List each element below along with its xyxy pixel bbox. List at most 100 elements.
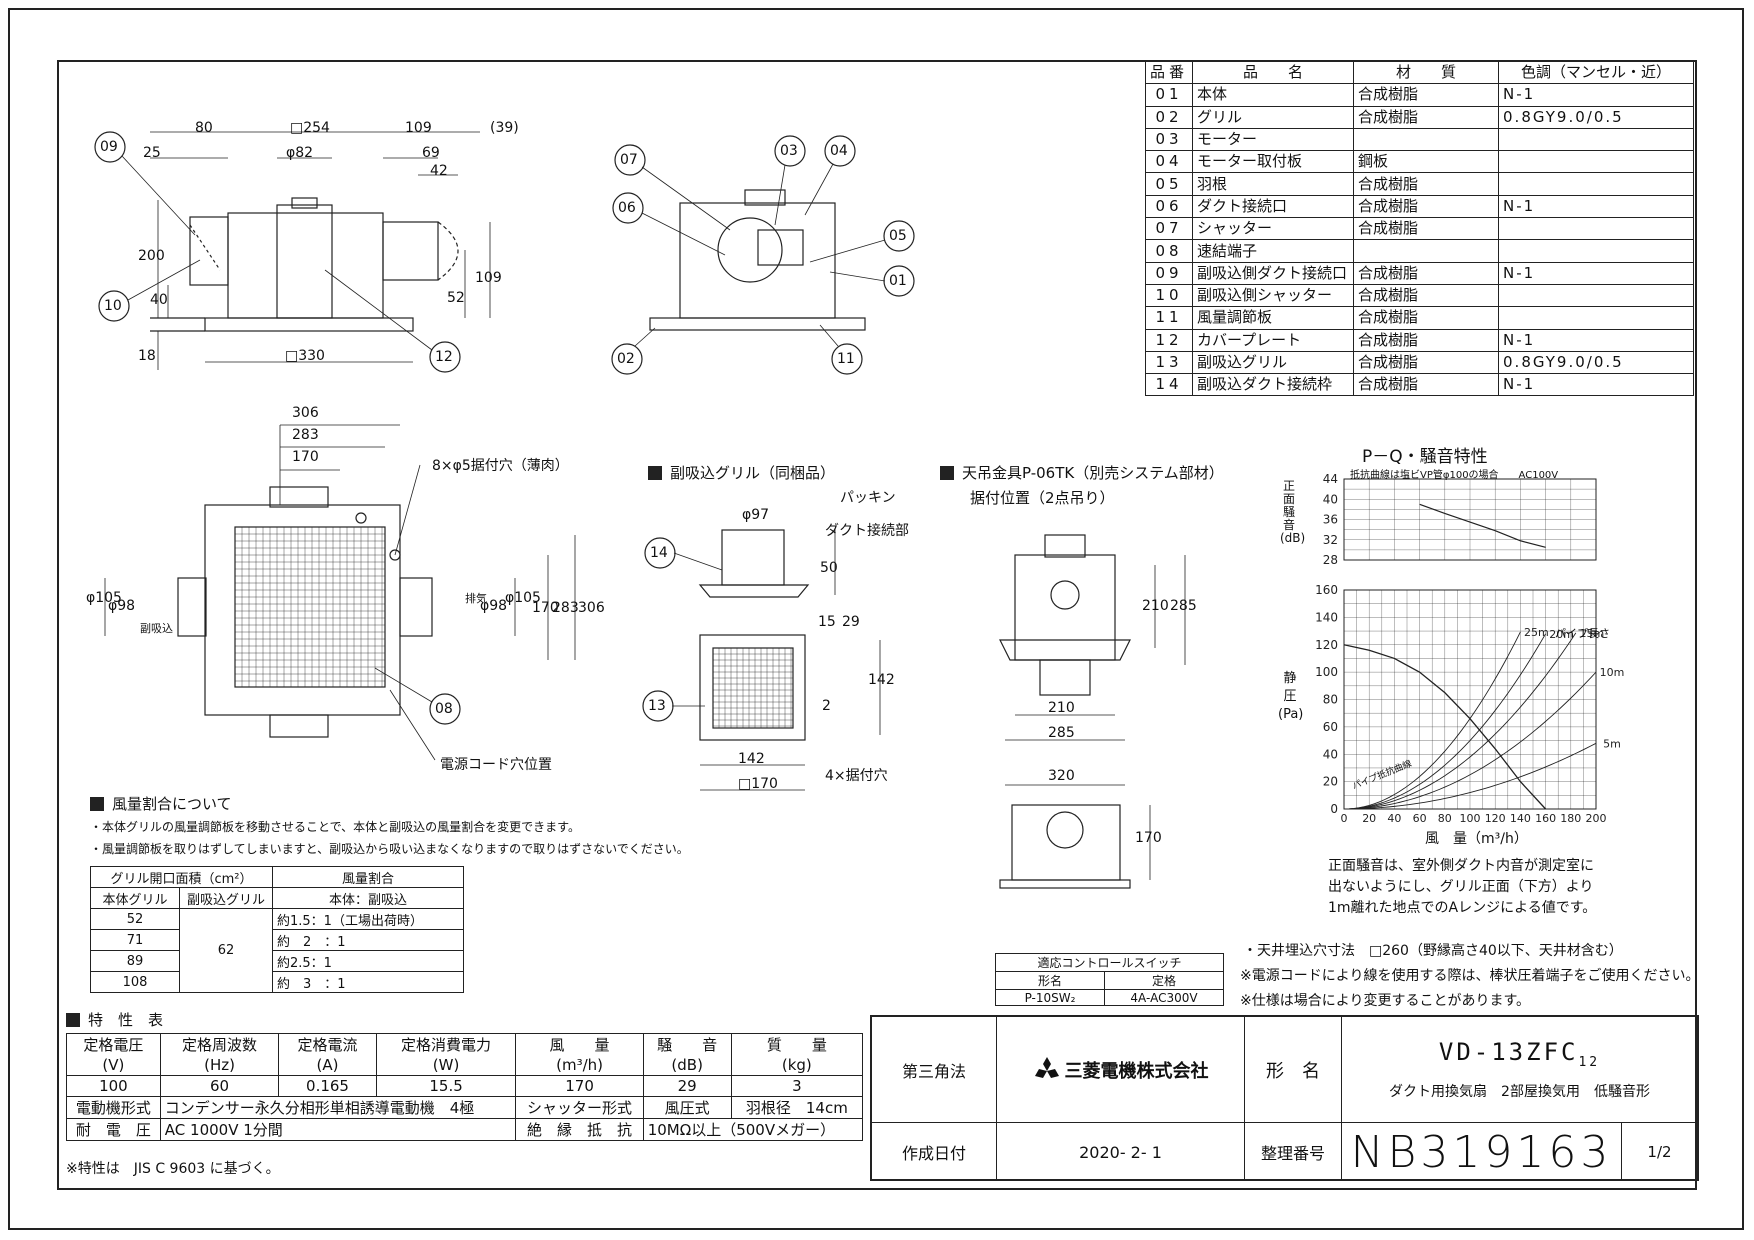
leader-06 — [641, 212, 726, 256]
part-name: 速結端子 — [1192, 239, 1355, 263]
part-name: モーター取付板 — [1192, 150, 1355, 174]
callout-02: 02 — [617, 351, 635, 367]
spec-header: 定格電圧 — [66, 1033, 161, 1055]
dim-254: □254 — [290, 120, 330, 136]
plan-grille — [234, 526, 386, 688]
mitsubishi-logo-icon — [1034, 1056, 1059, 1078]
spec-header: 騒 音 — [642, 1033, 732, 1055]
subgrille-outer — [699, 634, 806, 741]
spec-unit: (m³/h) — [515, 1055, 644, 1076]
plan-view — [104, 424, 576, 761]
subgrille-dim-142v: 142 — [868, 672, 895, 688]
hanger-bottom-grille — [999, 879, 1131, 889]
callout-08-circle — [429, 693, 461, 725]
model-cell: VD-13ZFC12 ダクト用換気扇 2部屋換気用 低騒音形 — [1342, 1017, 1697, 1123]
spec-header: 質 量 — [730, 1033, 864, 1055]
leader-holes — [394, 464, 421, 556]
subgrille-dim-15: 15 — [818, 614, 836, 630]
model-label: 形 名 — [1245, 1017, 1342, 1123]
callout-04: 04 — [830, 143, 848, 159]
plan-bottom-port — [269, 714, 329, 738]
callout-08: 08 — [435, 701, 453, 717]
company-name: 三菱電機株式会社 — [1064, 1060, 1209, 1082]
noise-ytick: 28 — [1323, 553, 1338, 567]
airflow-note-1: ・本体グリルの風量調節板を移動させることで、本体と副吸込の風量割合を変更できます… — [90, 820, 580, 834]
plan-dim-phi105: φ105 — [86, 590, 122, 606]
leader-09 — [121, 155, 196, 236]
section-marker — [90, 796, 104, 811]
leader-08 — [374, 667, 433, 703]
pq-xlabel: 風 量（m³/h） — [1425, 831, 1528, 847]
model-number: VD-13ZFC — [1438, 1037, 1579, 1066]
withstand-label: 耐 電 圧 — [66, 1118, 161, 1141]
spec-value: 60 — [159, 1075, 280, 1097]
ceiling-hole-note: ・天井埋込穴寸法 □260（野縁高さ40以下、天井材含む） — [1243, 943, 1623, 959]
chart-remark-3: 1m離れた地点でのAレンジによる値です。 — [1328, 900, 1597, 916]
part-material: 合成樹脂 — [1353, 217, 1500, 241]
ctrl-model: P-10SW₂ — [995, 989, 1105, 1006]
characteristics-table: 定格電圧定格周波数定格電流定格消費電力風 量騒 音質 量 (V)(Hz)(A)(… — [66, 1033, 864, 1141]
chart-remark-1: 正面騒音は、室外側ダクト内音が測定室に — [1328, 858, 1594, 874]
subgrille-duct — [721, 529, 785, 586]
part-color: N-1 — [1498, 328, 1695, 352]
noise-ytick: 36 — [1323, 513, 1338, 527]
ratio-header-ratio: 風量割合 — [272, 866, 464, 888]
side-view — [611, 135, 915, 375]
pq-xtick: 0 — [1341, 812, 1348, 825]
pq-xtick: 60 — [1413, 812, 1427, 825]
part-material: 合成樹脂 — [1353, 105, 1500, 129]
page-number: 1/2 — [1647, 1143, 1672, 1161]
shutter-value: 風圧式 — [642, 1096, 732, 1119]
spec-header: 定格消費電力 — [375, 1033, 517, 1055]
callout-06: 06 — [618, 200, 636, 216]
front-center-block — [276, 204, 333, 319]
mount-holes-label: 8×φ5据付穴（薄肉） — [432, 458, 569, 474]
dim-109v: 109 — [475, 270, 502, 286]
leader-03 — [774, 164, 786, 226]
subgrille-dim-97: φ97 — [742, 507, 770, 523]
subgrille-dim-170: □170 — [738, 776, 778, 792]
hanger-title-text: 天吊金具P-06TK（別売システム部材） — [962, 464, 1224, 482]
callout-02-circle — [611, 343, 643, 375]
subgrille-dim-2: 2 — [822, 698, 831, 714]
chart-title: P－Q・騒音特性 — [1362, 447, 1488, 467]
hanger-drawing — [999, 534, 1186, 889]
blade-label: 羽根径 — [745, 1099, 791, 1117]
hanger-dim-210v: 210 — [1142, 598, 1169, 614]
exhaust-label: 排気 — [465, 592, 487, 605]
plan-dim-170v: 170 — [532, 600, 559, 616]
noise-line — [1419, 503, 1546, 548]
leader-12 — [324, 269, 433, 351]
date-label: 作成日付 — [872, 1123, 997, 1181]
dim-109: 109 — [405, 120, 432, 136]
pq-ylabel: 静圧 (Pa) — [1278, 671, 1304, 722]
pq-ytick: 140 — [1315, 610, 1338, 624]
leader-10 — [127, 259, 201, 301]
subgrille-mesh-area — [712, 647, 794, 729]
pq-xtick: 160 — [1535, 812, 1556, 825]
callout-10-circle — [98, 290, 130, 322]
subgrille-holes-label: 4×据付穴 — [825, 768, 888, 784]
spec-header: 定格周波数 — [159, 1033, 280, 1055]
pq-xtick: 120 — [1485, 812, 1506, 825]
dim-40: 40 — [150, 292, 168, 308]
parts-header-name: 品 名 — [1192, 60, 1355, 85]
pipe-curve-label: 20m — [1549, 628, 1574, 641]
pq-ytick: 60 — [1323, 720, 1338, 734]
part-no: 07 — [1144, 217, 1194, 241]
section-marker — [66, 1012, 80, 1027]
hanger-top — [1044, 534, 1086, 558]
hanger-hole — [1050, 580, 1080, 610]
callout-13: 13 — [648, 698, 666, 714]
cord-hole-label: 電源コード穴位置 — [440, 757, 552, 773]
side-grille — [649, 317, 866, 331]
callout-11-circle — [831, 343, 863, 375]
title-block: 第三角法 三菱電機株式会社 形 名 VD-13ZFC12 ダクト用換気扇 2部屋… — [870, 1015, 1699, 1181]
part-name: シャッター — [1192, 217, 1355, 241]
